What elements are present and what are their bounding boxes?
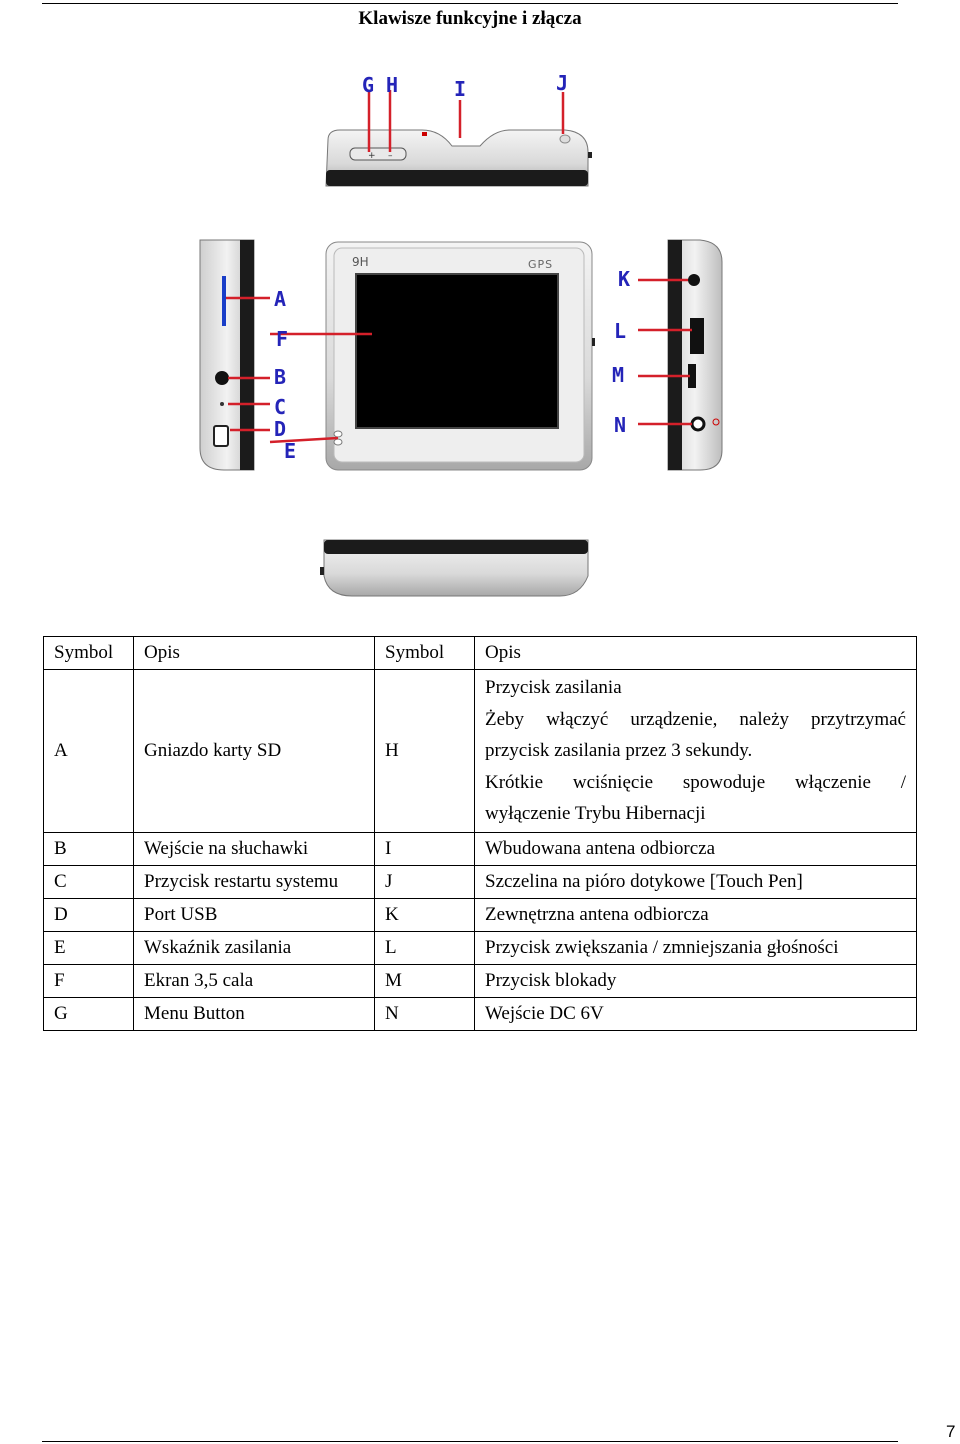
page-title: Klawisze funkcyjne i złącza <box>358 8 582 29</box>
description-cell: Zewnętrzna antena odbiorcza <box>474 897 917 932</box>
description-line: Przycisk zasilania <box>485 677 622 698</box>
description-cell: Szczelina na pióro dotykowe [Touch Pen] <box>474 864 917 899</box>
symbol-cell: K <box>374 897 475 932</box>
callout-A: A <box>274 287 286 311</box>
header-symbol-2: Symbol <box>374 636 475 670</box>
symbol-cell: N <box>374 996 475 1031</box>
description-line: Żeby włączyć urządzenie, należy przytrzy… <box>485 708 906 730</box>
callout-H: H <box>386 73 398 97</box>
header-description-2: Opis <box>474 636 917 670</box>
symbol-cell: F <box>43 963 134 998</box>
description-cell: Przycisk blokady <box>474 963 917 998</box>
symbol-cell: I <box>374 831 475 866</box>
description-line: przycisk zasilania przez 3 sekundy. <box>485 740 753 761</box>
device-bottom-view <box>320 539 589 597</box>
description-cell: Gniazdo karty SD <box>133 669 375 833</box>
table-header-row: Symbol Opis Symbol Opis <box>43 636 917 670</box>
symbol-cell: J <box>374 864 475 899</box>
description-cell: Wejście na słuchawki <box>133 831 375 866</box>
top-rule <box>42 3 898 4</box>
description-cell: Przycisk restartu systemu <box>133 864 375 899</box>
description-cell: Wejście DC 6V <box>474 996 917 1031</box>
callout-N: N <box>614 413 626 437</box>
symbol-cell: C <box>43 864 134 899</box>
callout-C: C <box>274 395 286 419</box>
symbol-cell: G <box>43 996 134 1031</box>
callout-I: I <box>454 77 466 101</box>
description-cell: Przycisk zwiększania / zmniejszania głoś… <box>474 930 917 965</box>
page-number: 7 <box>946 1422 956 1441</box>
description-cell: Wskaźnik zasilania <box>133 930 375 965</box>
symbol-cell: M <box>374 963 475 998</box>
svg-text:+: + <box>368 151 376 161</box>
bottom-rule <box>42 1441 898 1442</box>
symbol-cell: H <box>374 669 475 833</box>
callout-D: D <box>274 417 286 441</box>
description-cell: Port USB <box>133 897 375 932</box>
callout-J: J <box>556 71 568 95</box>
symbol-cell: D <box>43 897 134 932</box>
function-keys-table: Symbol Opis Symbol Opis A Gniazdo karty … <box>43 636 917 1031</box>
callout-K: K <box>618 267 630 291</box>
table-row: A Gniazdo karty SD H Przycisk zasilania … <box>43 669 917 833</box>
symbol-cell: B <box>43 831 134 866</box>
symbol-cell: E <box>43 930 134 965</box>
callout-G: G <box>362 73 374 97</box>
device-front-view: 9H GPS <box>325 241 595 471</box>
description-line: wyłączenie Trybu Hibernacji <box>485 803 706 824</box>
description-cell: Przycisk zasilania Żeby włączyć urządzen… <box>474 669 917 833</box>
svg-text:–: – <box>388 151 393 161</box>
device-right-view <box>667 239 723 471</box>
callout-F: F <box>276 327 288 351</box>
description-cell: Menu Button <box>133 996 375 1031</box>
callout-M: M <box>612 363 624 387</box>
screen-logo: 9H <box>352 255 369 269</box>
callout-B: B <box>274 365 286 389</box>
symbol-cell: A <box>43 669 134 833</box>
device-left-view <box>199 239 255 471</box>
description-line: Krótkie wciśnięcie spowoduje włączenie / <box>485 771 906 793</box>
device-top-view: + – <box>325 129 592 187</box>
header-description-1: Opis <box>133 636 375 670</box>
header-symbol-1: Symbol <box>43 636 134 670</box>
symbol-cell: L <box>374 930 475 965</box>
callout-E: E <box>284 439 296 463</box>
callout-L: L <box>614 319 626 343</box>
device-figure: + – 9H GPS <box>160 62 740 602</box>
description-cell: Wbudowana antena odbiorcza <box>474 831 917 866</box>
brand-label: GPS <box>528 258 553 271</box>
description-cell: Ekran 3,5 cala <box>133 963 375 998</box>
